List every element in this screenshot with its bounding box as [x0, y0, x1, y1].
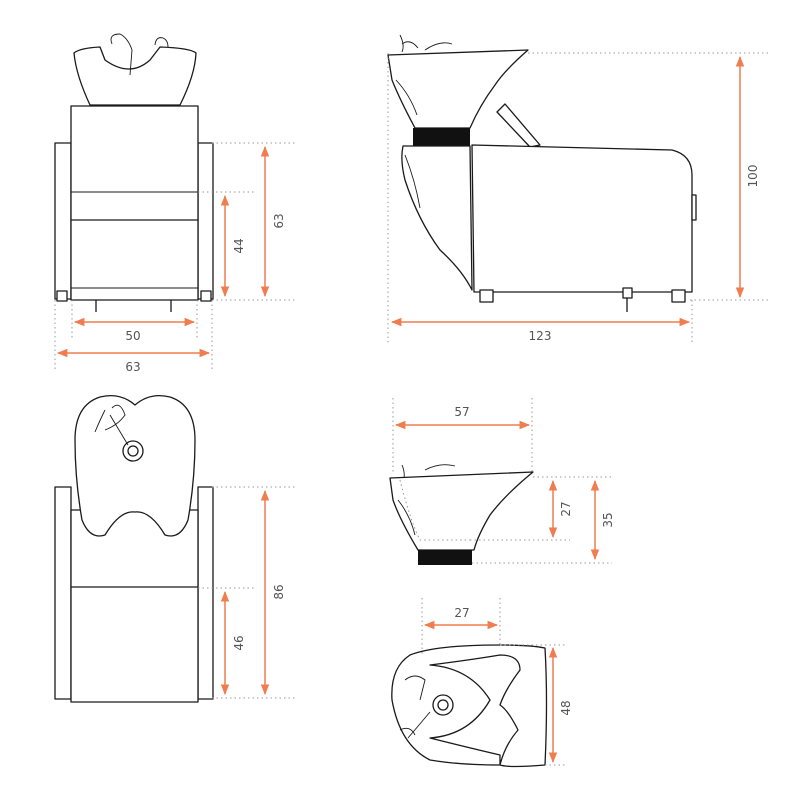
dim-basin-top-width: 27 — [454, 606, 469, 620]
dim-side-height: 100 — [746, 165, 760, 188]
side-body — [471, 144, 693, 293]
dim-front-inner-width: 50 — [125, 329, 140, 343]
front-body — [70, 105, 199, 301]
basin-drain-ring — [418, 550, 472, 565]
top-basin — [74, 394, 196, 537]
front-right-arm — [197, 142, 214, 300]
dim-top-length: 86 — [272, 584, 286, 599]
basin-top-detail: 27 48 — [391, 598, 573, 768]
dim-basin-inner-depth: 27 — [559, 501, 573, 516]
top-body — [70, 509, 199, 703]
dim-basin-height: 35 — [601, 512, 615, 527]
dim-basin-top-length: 48 — [559, 700, 573, 715]
top-view: 86 46 — [54, 394, 295, 703]
dim-top-seat-length: 46 — [232, 635, 246, 650]
dim-front-seat-height: 44 — [232, 238, 246, 253]
dim-front-outer-width: 63 — [125, 360, 140, 374]
dim-basin-width: 57 — [454, 405, 469, 419]
dim-side-length: 123 — [529, 329, 552, 343]
side-drain-ring — [413, 128, 470, 146]
side-view: 100 123 — [387, 34, 770, 345]
dim-front-height: 63 — [272, 213, 286, 228]
front-basin — [73, 46, 197, 106]
front-left-arm — [54, 142, 72, 300]
front-view: 63 44 50 63 — [54, 33, 295, 374]
basin-side-detail: 57 27 35 — [389, 398, 615, 565]
side-basin — [387, 49, 529, 129]
